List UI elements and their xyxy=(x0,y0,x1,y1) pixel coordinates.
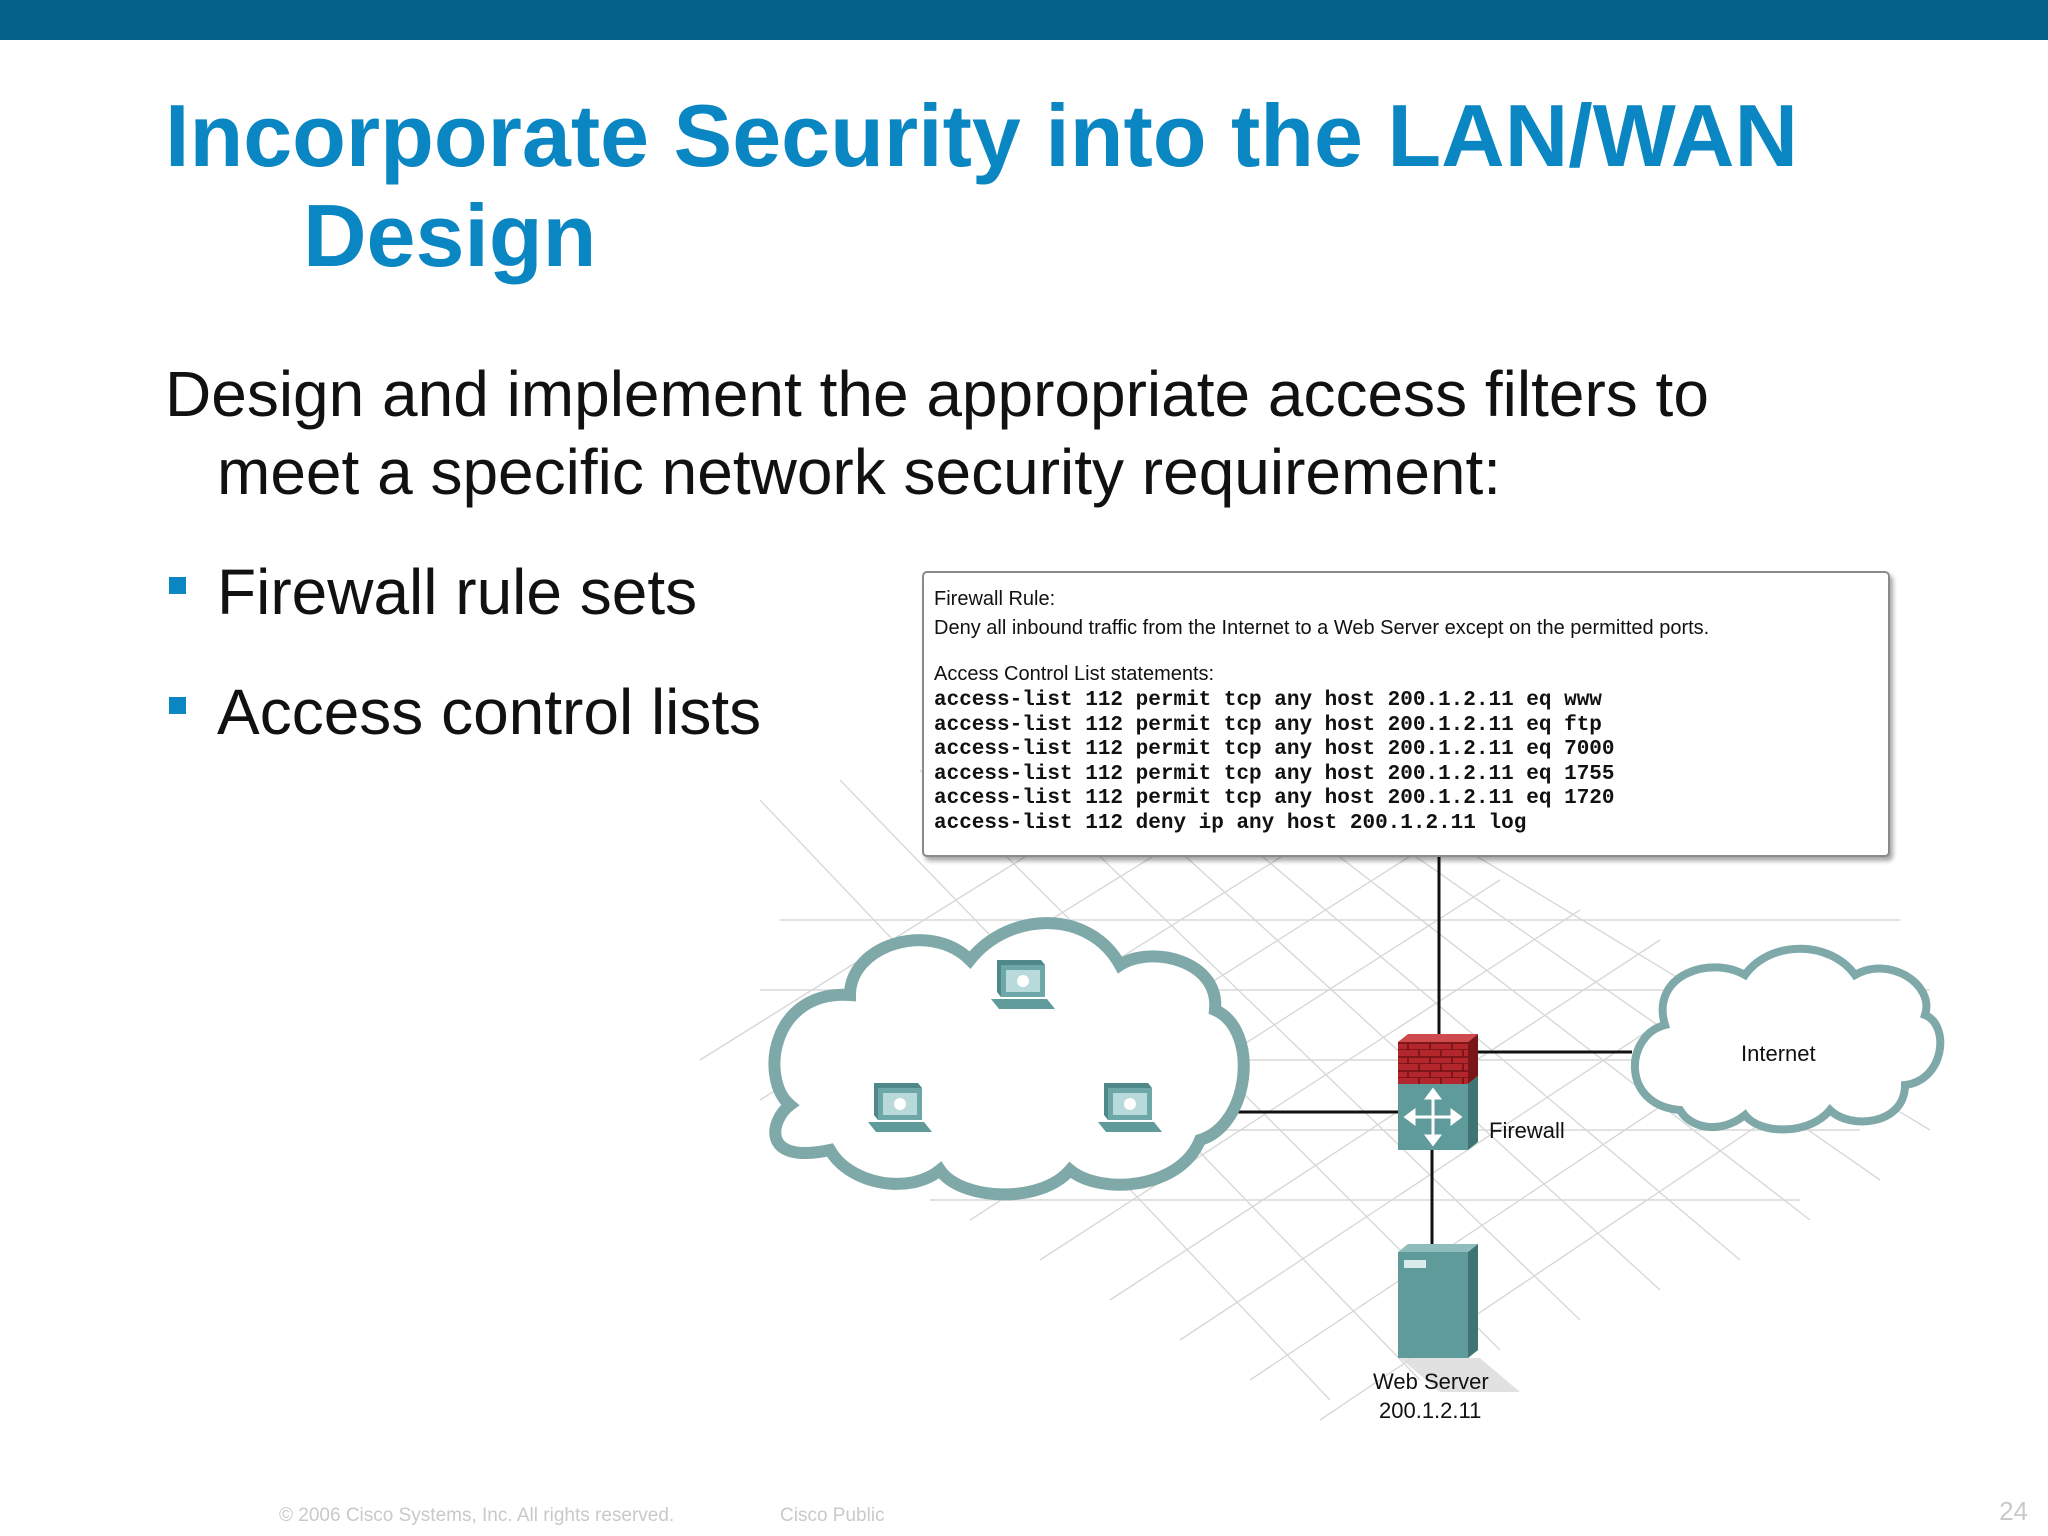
acl-line: access-list 112 permit tcp any host 200.… xyxy=(934,787,1615,810)
rule-text: Deny all inbound traffic from the Intern… xyxy=(934,617,1710,639)
acl-line: access-list 112 permit tcp any host 200.… xyxy=(934,738,1615,761)
intro-line-2: meet a specific network security require… xyxy=(217,436,1502,508)
slide-title: Incorporate Security into the LAN/WAN De… xyxy=(165,86,2005,286)
bullet-text: Firewall rule sets xyxy=(217,556,698,628)
title-line-2: Design xyxy=(303,186,597,285)
firewall-label: Firewall xyxy=(1489,1118,1565,1143)
acl-line: access-list 112 permit tcp any host 200.… xyxy=(934,713,1602,737)
server-icon xyxy=(1398,1244,1520,1392)
workstation-icon xyxy=(1098,1083,1162,1132)
firewall-rule-box: Firewall Rule: Deny all inbound traffic … xyxy=(922,571,1890,857)
intro-line-1: Design and implement the appropriate acc… xyxy=(165,358,1709,430)
internet-cloud-icon xyxy=(1631,944,1945,1134)
workstation-icon xyxy=(991,960,1055,1009)
server-label: Web Server xyxy=(1373,1369,1489,1394)
footer-copyright: © 2006 Cisco Systems, Inc. All rights re… xyxy=(279,1505,675,1526)
acl-line: access-list 112 permit tcp any host 200.… xyxy=(934,762,1615,786)
page-number: 24 xyxy=(1999,1496,2028,1526)
square-bullet-icon xyxy=(169,697,186,714)
square-bullet-icon xyxy=(169,577,186,594)
acl-line: access-list 112 permit tcp any host 200.… xyxy=(934,689,1602,712)
intro-text: Design and implement the appropriate acc… xyxy=(165,355,1945,511)
rule-heading: Firewall Rule: xyxy=(934,588,1056,610)
workstation-icon xyxy=(868,1083,932,1132)
acl-line: access-list 112 deny ip any host 200.1.2… xyxy=(934,811,1527,835)
firewall-icon xyxy=(1398,1034,1478,1150)
footer-classification: Cisco Public xyxy=(780,1505,885,1526)
title-line-1: Incorporate Security into the LAN/WAN xyxy=(165,86,1799,185)
bullet-text: Access control lists xyxy=(217,676,762,748)
server-ip-label: 200.1.2.11 xyxy=(1379,1398,1482,1423)
top-bar xyxy=(0,0,2048,40)
acl-heading: Access Control List statements: xyxy=(934,663,1215,685)
internet-label: Internet xyxy=(1741,1041,1816,1066)
